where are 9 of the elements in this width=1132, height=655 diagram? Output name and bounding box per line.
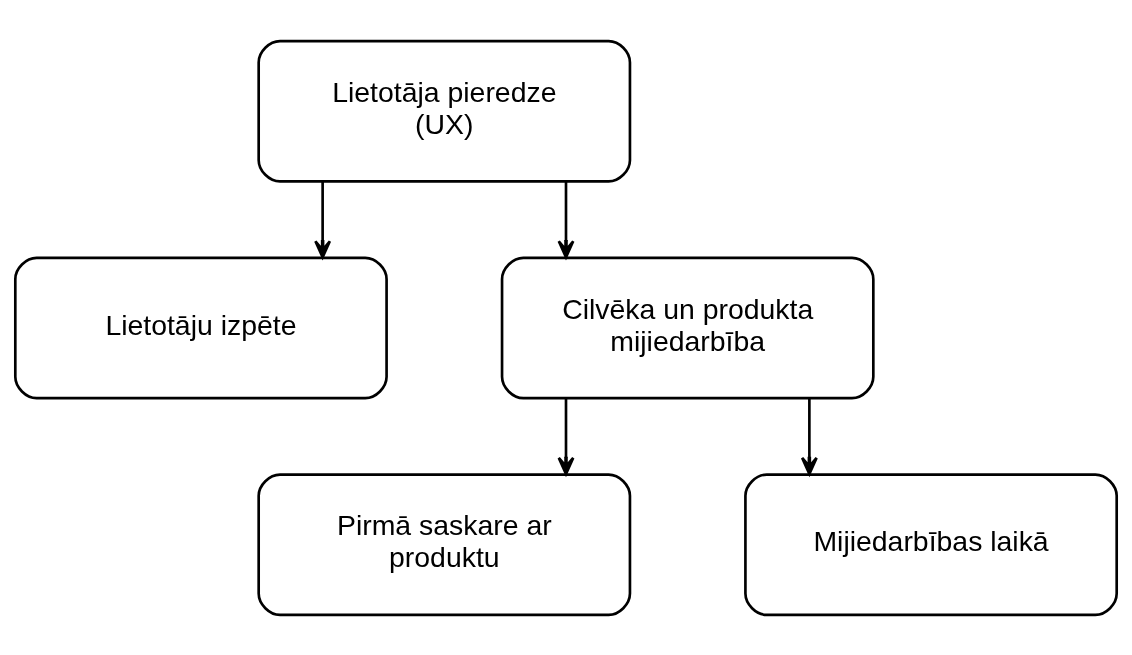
node-box: Lietotāju izpēte <box>14 256 388 399</box>
arrow <box>557 181 575 259</box>
node-box: Lietotāja pieredze (UX) <box>257 39 632 183</box>
node-box: Pirmā saskare ar produktu <box>257 472 632 616</box>
arrow <box>800 397 818 475</box>
node-box: Cilvēka un produkta mijiedarbība <box>500 256 875 399</box>
arrow <box>314 181 332 259</box>
node-box: Mijiedarbības laikā <box>744 472 1118 616</box>
arrow <box>557 397 575 475</box>
